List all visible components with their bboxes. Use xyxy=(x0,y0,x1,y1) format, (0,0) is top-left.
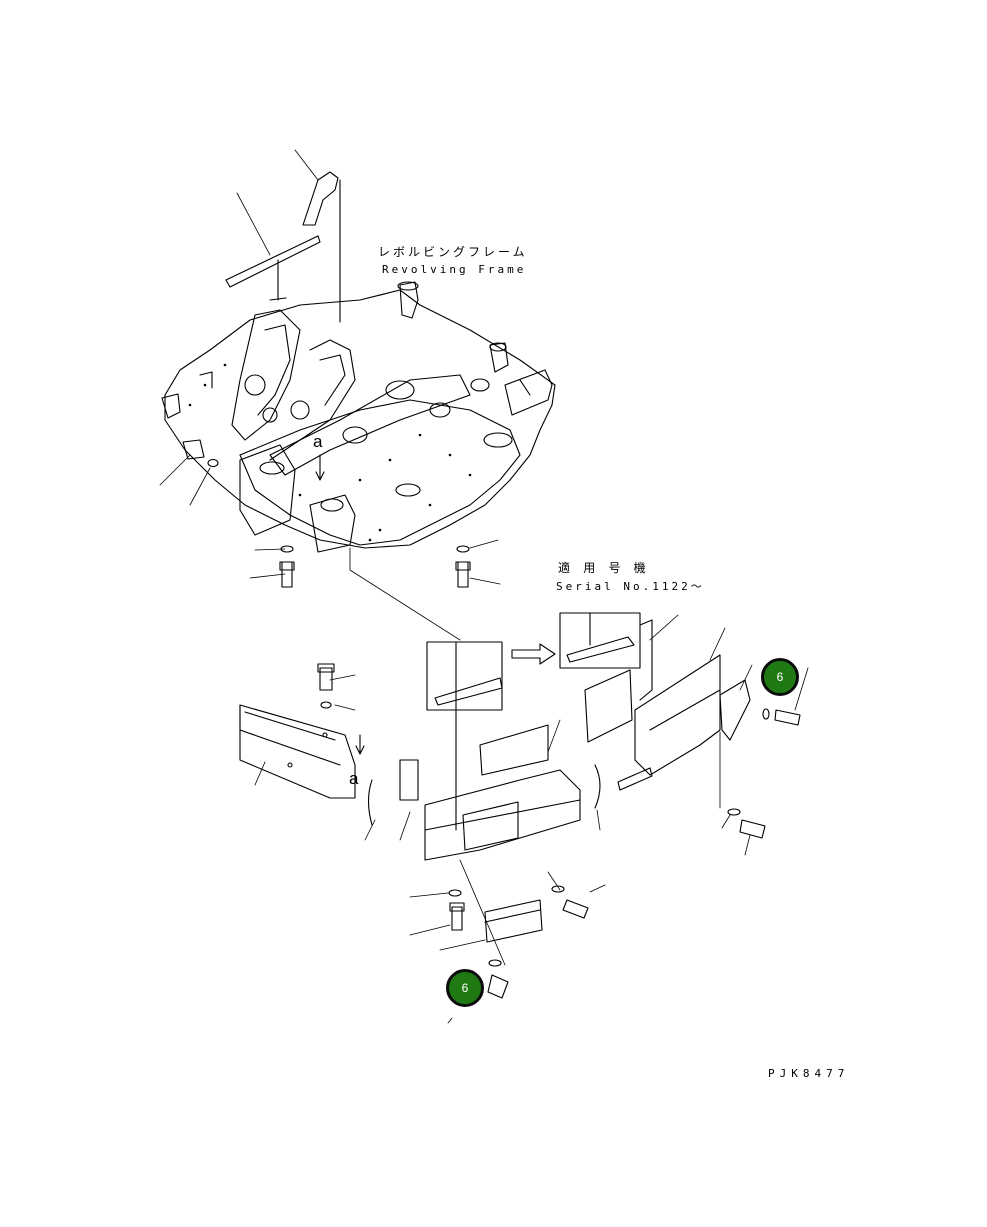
serial-label-jp: 適 用 号 機 xyxy=(558,561,649,575)
fasteners-upper xyxy=(182,439,471,588)
serial-label-en: Serial No.1122～ xyxy=(556,580,705,593)
counterweight-assembly xyxy=(239,612,801,999)
handrail-pipe xyxy=(225,171,341,323)
reference-marker-6[interactable]: 6 xyxy=(446,969,484,1007)
detail-ref-bottom: a xyxy=(349,769,359,788)
leader-lines-top xyxy=(159,149,501,641)
frame-label-en: Revolving Frame xyxy=(382,263,527,276)
revolving-frame xyxy=(161,281,556,553)
leader-lines-lower xyxy=(254,614,809,1024)
detail-ref-top: a xyxy=(313,432,323,451)
drawing-id: PJK8477 xyxy=(768,1067,850,1080)
reference-marker-6[interactable]: 6 xyxy=(761,658,799,696)
frame-label-jp: レボルビングフレーム xyxy=(378,245,528,259)
